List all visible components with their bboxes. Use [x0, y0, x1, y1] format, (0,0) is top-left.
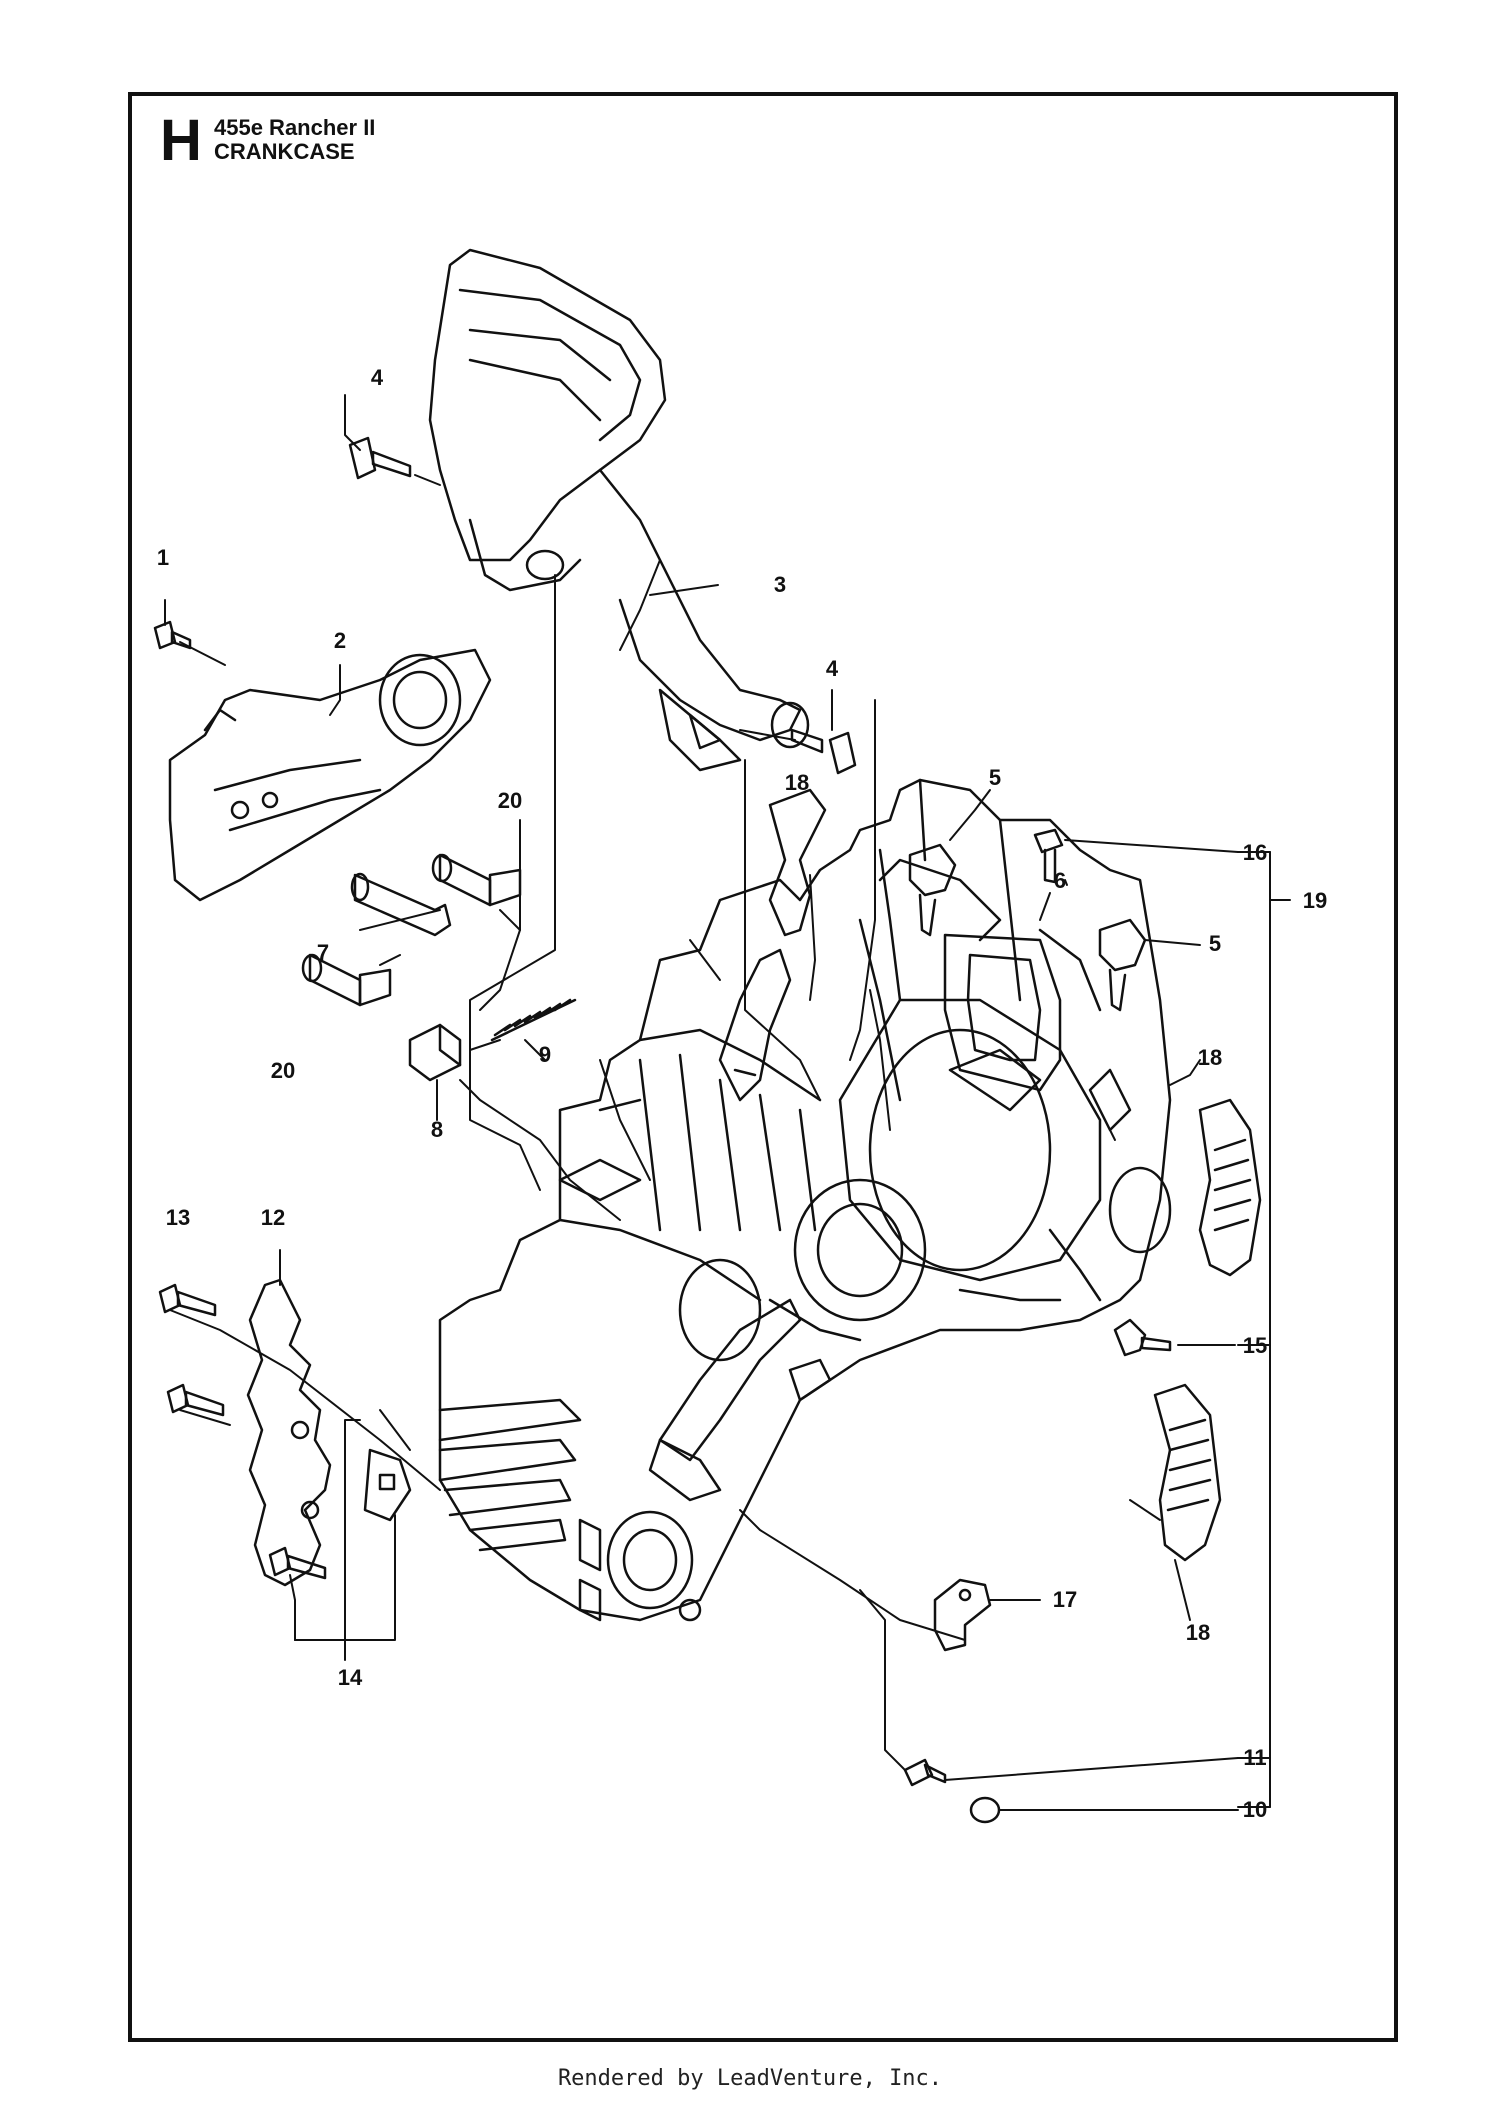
- callout-20-upper: 20: [498, 788, 522, 813]
- leader-lines: [164, 394, 1291, 1811]
- callout-5-right: 5: [1209, 931, 1221, 956]
- crankcase-body-part: [438, 778, 1172, 1622]
- guide-pin-lower-part: [301, 953, 392, 1007]
- callout-15: 15: [1243, 1333, 1267, 1358]
- clutch-cover-part: [168, 648, 492, 902]
- bar-stud-part: [350, 872, 452, 937]
- vibration-damper-top-part: [768, 788, 827, 937]
- clip-left-part: [908, 843, 957, 937]
- callout-1: 1: [157, 545, 169, 570]
- hand-guard-part: [428, 248, 810, 772]
- guide-pin-upper-part: [431, 853, 522, 907]
- spring-part: [490, 998, 577, 1042]
- mount-bolt-part: [1033, 828, 1064, 884]
- pin-screw-part: [903, 1758, 947, 1787]
- slider-block-part: [408, 1023, 462, 1082]
- callout-14: 14: [338, 1665, 363, 1690]
- buffer-stud-part: [1113, 1318, 1172, 1357]
- model-name: 455e Rancher II: [214, 115, 376, 140]
- callout-8: 8: [431, 1117, 443, 1142]
- clip-right-part: [1098, 918, 1147, 1012]
- callout-2: 2: [334, 628, 346, 653]
- plug-part: [969, 1796, 1001, 1824]
- callout-3: 3: [774, 572, 786, 597]
- screw-lower-part: [166, 1383, 225, 1417]
- callout-5-left: 5: [989, 765, 1001, 790]
- callout-18-top: 18: [785, 770, 809, 795]
- callout-13: 13: [166, 1205, 190, 1230]
- callout-labels: 1 2 3 4 4 5 5 6 7 8 9 10 11 12 13 14 15 …: [157, 365, 1327, 1822]
- callout-18-right: 18: [1198, 1045, 1222, 1070]
- vibration-damper-lower-part: [1153, 1383, 1222, 1562]
- intake-gasket-part: [943, 933, 1062, 1092]
- section-letter: H: [160, 108, 202, 173]
- callout-20-lower: 20: [271, 1058, 295, 1083]
- title-block: 455e Rancher II CRANKCASE: [214, 116, 375, 164]
- callout-4-lower: 4: [826, 656, 839, 681]
- callout-19: 19: [1303, 888, 1327, 913]
- footer-credit: Rendered by LeadVenture, Inc.: [557, 2066, 943, 2091]
- callout-11: 11: [1243, 1745, 1266, 1770]
- callout-18-lower: 18: [1186, 1620, 1210, 1645]
- callout-12: 12: [261, 1205, 285, 1230]
- bolt-lower-part: [790, 728, 857, 775]
- callout-17: 17: [1053, 1587, 1077, 1612]
- chain-guide-bracket-part: [933, 1578, 992, 1652]
- bolt-upper-part: [348, 436, 412, 480]
- vibration-damper-right-part: [1198, 1098, 1262, 1277]
- callout-9: 9: [539, 1042, 551, 1067]
- assembly-name: CRANKCASE: [214, 139, 355, 164]
- chain-catcher-part: [718, 948, 792, 1102]
- screw-upper-part: [158, 1283, 217, 1317]
- callout-10: 10: [1243, 1797, 1267, 1822]
- short-screw-part: [268, 1546, 327, 1580]
- callout-7: 7: [317, 940, 329, 965]
- callout-4-upper: 4: [371, 365, 384, 390]
- callout-6: 6: [1054, 868, 1066, 893]
- square-nut-part: [363, 1448, 412, 1522]
- callout-16: 16: [1243, 840, 1267, 865]
- bumper-spike-part: [246, 1278, 332, 1587]
